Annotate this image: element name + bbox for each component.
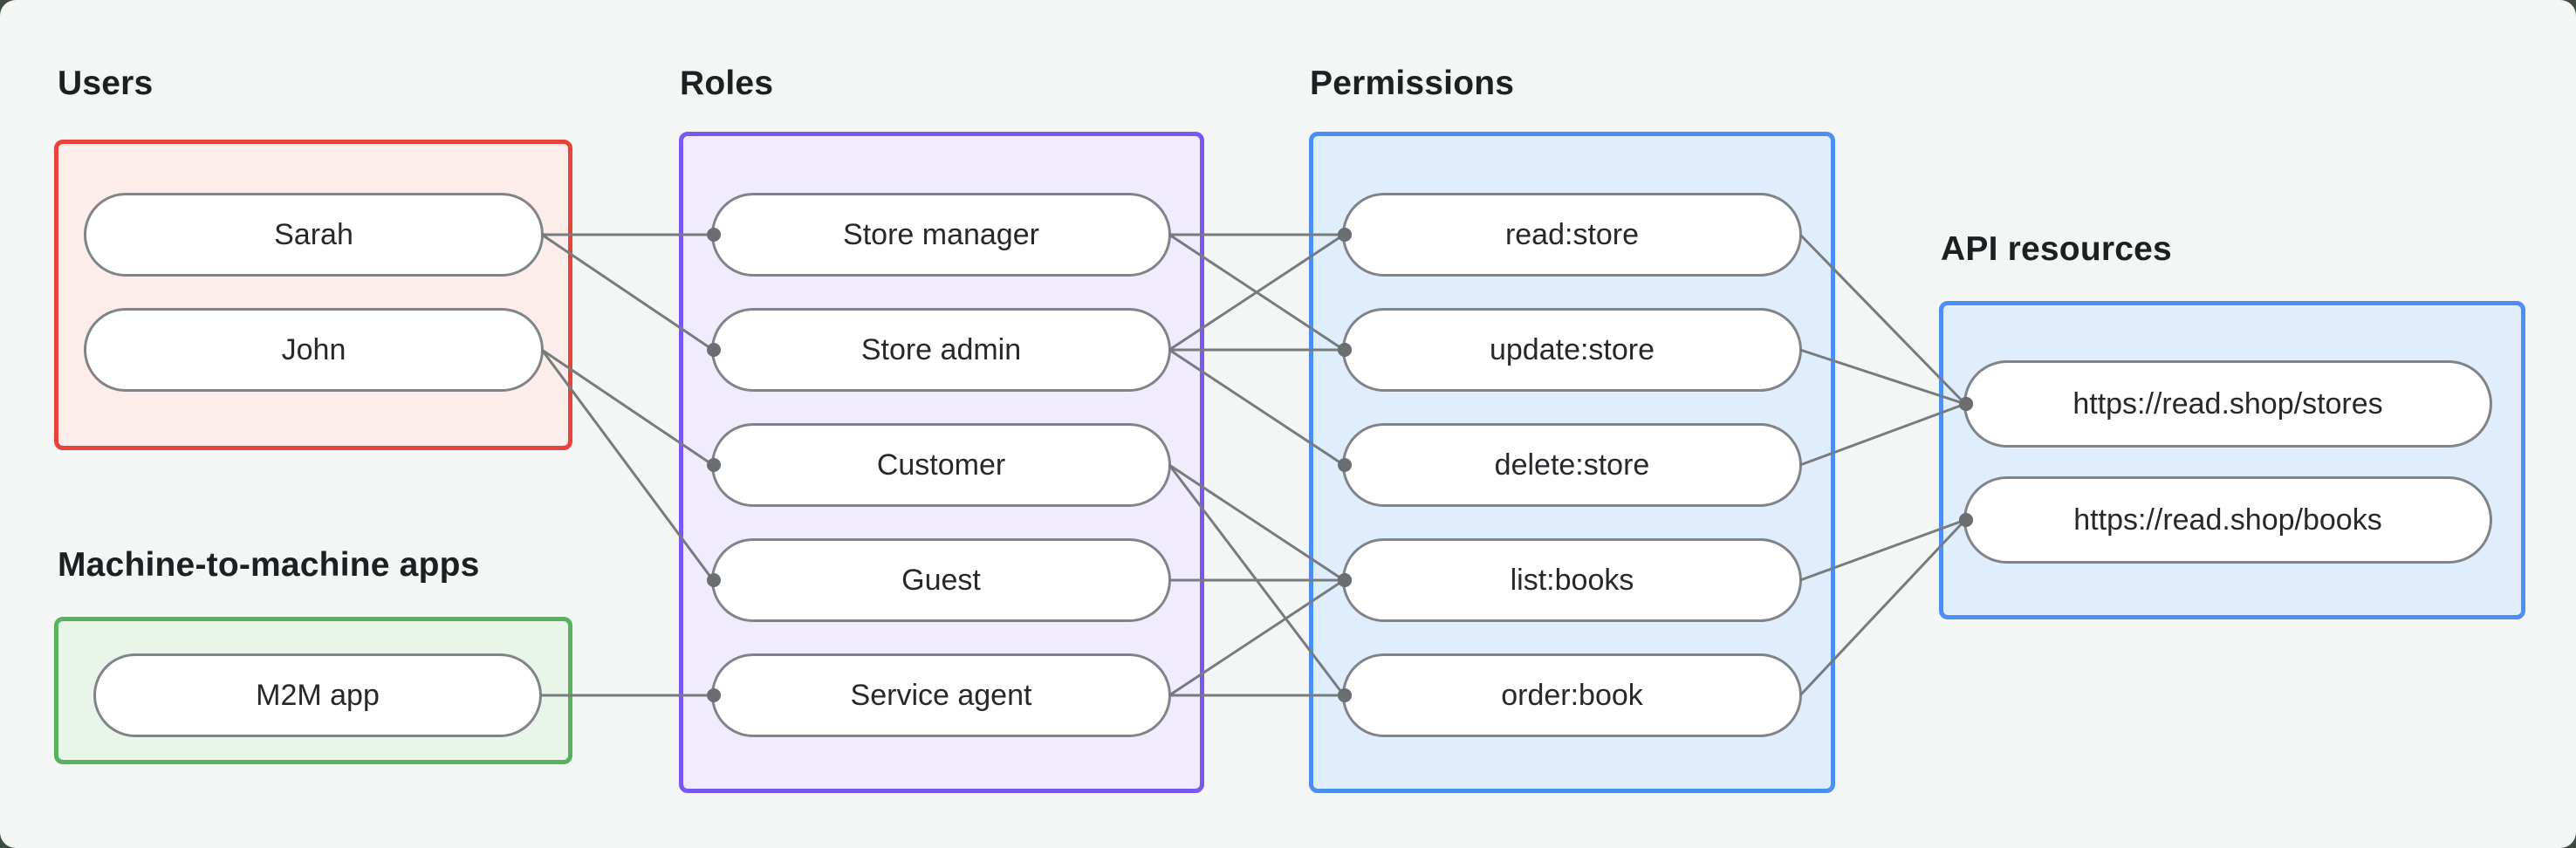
node-api-books-label: https://read.shop/books [2073,503,2382,537]
group-users-label: Users [58,65,154,102]
node-order-book: order:book [1342,653,1802,737]
group-api-box [1939,301,2525,619]
node-list-books-label: list:books [1510,563,1634,597]
node-store-admin-label: Store admin [860,332,1022,366]
node-update-store: update:store [1342,308,1802,392]
node-delete-store-label: delete:store [1494,448,1650,482]
node-read-store-label: read:store [1504,217,1640,251]
group-permissions-label: Permissions [1310,65,1515,102]
node-sarah-label: Sarah [274,217,353,251]
node-customer-label: Customer [876,448,1006,482]
node-sarah: Sarah [84,193,544,277]
node-customer: Customer [711,423,1171,507]
node-guest-label: Guest [901,563,981,597]
node-service-agent-label: Service agent [850,678,1032,712]
node-m2m-app-label: M2M app [256,678,380,712]
node-guest: Guest [711,538,1171,622]
node-api-books: https://read.shop/books [1963,476,2492,564]
node-john: John [84,308,544,392]
node-update-store-label: update:store [1489,332,1655,366]
group-roles-label: Roles [680,65,774,102]
node-api-stores: https://read.shop/stores [1963,360,2492,448]
group-users-box [54,140,572,450]
node-store-manager-label: Store manager [843,217,1039,251]
node-store-manager: Store manager [711,193,1171,277]
node-store-admin: Store admin [711,308,1171,392]
node-delete-store: delete:store [1342,423,1802,507]
node-list-books: list:books [1342,538,1802,622]
node-api-stores-label: https://read.shop/stores [2072,386,2383,421]
node-service-agent: Service agent [711,653,1171,737]
node-m2m-app: M2M app [93,653,542,737]
node-read-store: read:store [1342,193,1802,277]
group-api-label: API resources [1941,230,2172,268]
node-john-label: John [281,332,346,366]
group-m2m-label: Machine-to-machine apps [58,546,480,584]
node-order-book-label: order:book [1501,678,1643,712]
